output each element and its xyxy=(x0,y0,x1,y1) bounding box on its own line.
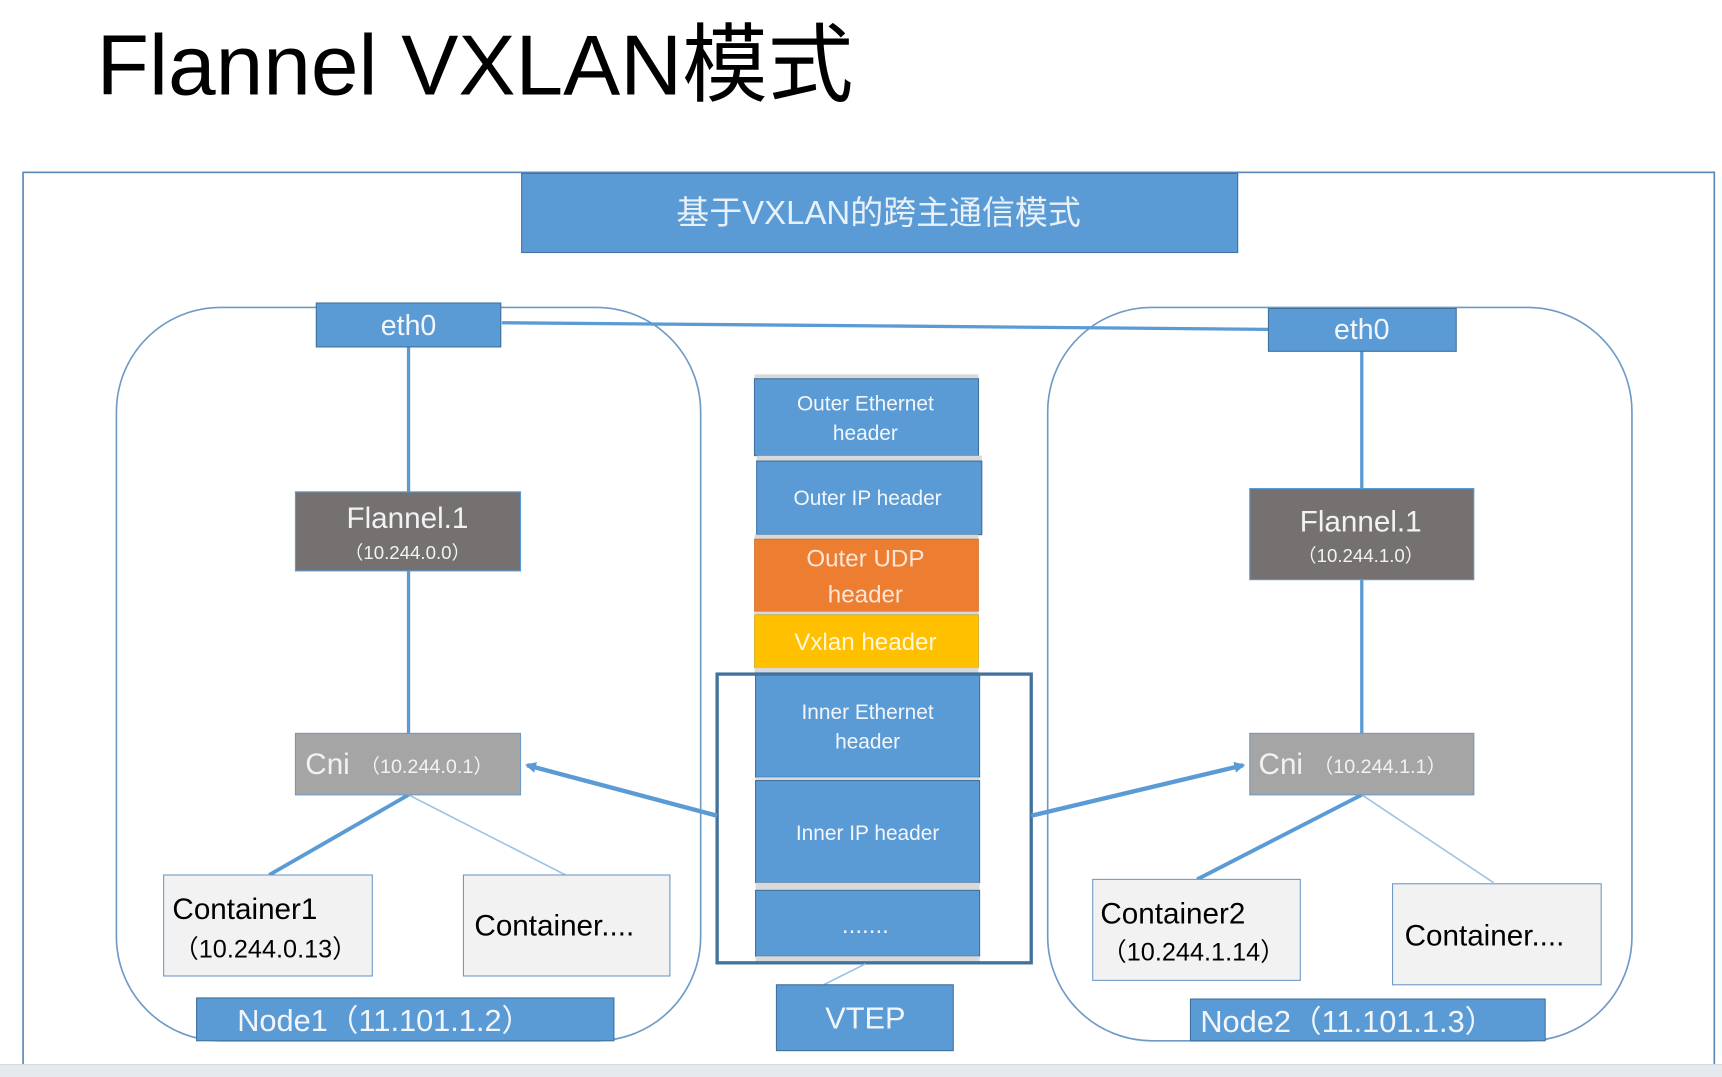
node1-cni-container1-line xyxy=(268,793,410,877)
node2-cni-containermore-line xyxy=(1361,794,1495,884)
inner-frame-outline xyxy=(715,672,1033,965)
bottom-scroll-strip xyxy=(0,1064,1722,1077)
packet-inner-ethernet-header[interactable]: Inner Ethernet header xyxy=(755,672,981,778)
packet-separator xyxy=(756,455,982,462)
node1-cni-box[interactable]: Cni （10.244.0.1） xyxy=(294,732,522,796)
node2-flannel-name: Flannel.1 xyxy=(1300,505,1422,538)
node1-label-box: Node1（11.101.1.2） xyxy=(196,997,615,1042)
outer-udp-text-2: header xyxy=(828,582,903,609)
vtep-label: VTEP xyxy=(825,1001,905,1036)
node1-eth0-box[interactable]: eth0 xyxy=(315,302,502,348)
node2-cni-box[interactable]: Cni （10.244.1.1） xyxy=(1249,732,1475,796)
arrow-to-node1-cni xyxy=(525,762,718,818)
node1-cni-ip: （10.244.0.1） xyxy=(360,756,493,778)
vxlan-text: Vxlan header xyxy=(794,629,936,656)
packet-stack: Outer Ethernet header Outer IP header Ou… xyxy=(753,374,983,962)
packet-outer-ethernet-header[interactable]: Outer Ethernet header xyxy=(753,378,980,457)
node1-container-more-box[interactable]: Container.... xyxy=(462,874,671,977)
node2-cni-ip: （10.244.1.1） xyxy=(1313,756,1446,778)
node1-eth0-label: eth0 xyxy=(381,310,437,342)
payload-text: ....... xyxy=(842,912,889,939)
packet-inner-ip-header[interactable]: Inner IP header xyxy=(755,780,981,884)
packet-payload[interactable]: ....... xyxy=(755,889,981,957)
node2-flannel-ip: （10.244.1.0） xyxy=(1298,545,1424,566)
node1-flannel-ip: （10.244.0.0） xyxy=(345,542,471,563)
packet-separator xyxy=(754,374,979,379)
outer-eth-text-2: header xyxy=(833,422,898,445)
packet-separator xyxy=(754,534,979,540)
outer-eth-text-1: Outer Ethernet xyxy=(797,393,934,416)
node1-cni-containermore-line xyxy=(408,794,566,876)
packet-separator xyxy=(755,777,980,781)
inner-eth-text-1: Inner Ethernet xyxy=(801,701,933,724)
packet-vxlan-header[interactable]: Vxlan header xyxy=(754,614,979,668)
node1-cni-name: Cni xyxy=(305,748,349,781)
node2-container2-name: Container2 xyxy=(1100,897,1245,930)
node1-label: Node1（11.101.1.2） xyxy=(237,1003,532,1038)
inner-eth-text-2: header xyxy=(835,731,900,754)
banner-text: 基于VXLAN的跨主通信模式 xyxy=(676,194,1081,231)
node2-cni-container2-line xyxy=(1196,793,1363,882)
node1-flannel-box[interactable]: Flannel.1 （10.244.0.0） xyxy=(294,491,522,572)
node2-eth0-label: eth0 xyxy=(1334,314,1390,346)
node2-container-more-name: Container.... xyxy=(1405,919,1565,952)
packet-separator xyxy=(754,611,979,615)
node1-flannel-name: Flannel.1 xyxy=(346,502,468,535)
node1-container1-ip: （10.244.0.13） xyxy=(174,935,358,963)
node2-flannel-box[interactable]: Flannel.1 （10.244.1.0） xyxy=(1249,487,1475,581)
vtep-connector-line xyxy=(823,963,866,986)
node1-container1-name: Container1 xyxy=(172,893,317,926)
vtep-box[interactable]: VTEP xyxy=(775,984,954,1052)
node2-container-more-box[interactable]: Container.... xyxy=(1391,883,1602,986)
node2-container2-ip: （10.244.1.14） xyxy=(1102,939,1286,967)
outer-udp-text-1: Outer UDP xyxy=(806,545,924,572)
node2-label-box: Node2（11.101.1.3） xyxy=(1189,998,1546,1042)
packet-outer-udp-header[interactable]: Outer UDP header xyxy=(754,538,979,612)
node2-eth0-box[interactable]: eth0 xyxy=(1267,307,1457,352)
inner-ip-text: Inner IP header xyxy=(796,822,939,845)
node2-cni-name: Cni xyxy=(1259,748,1303,781)
eth0-link-line xyxy=(501,321,1269,332)
node2-label: Node2（11.101.1.3） xyxy=(1200,1004,1495,1039)
outer-ip-text: Outer IP header xyxy=(794,487,942,510)
packet-separator xyxy=(755,956,980,962)
slide-title: Flannel VXLAN模式 xyxy=(97,17,854,113)
diagram-banner xyxy=(521,172,1239,254)
node1-container-more-name: Container.... xyxy=(474,909,634,942)
arrow-to-node2-cni xyxy=(1030,761,1246,818)
packet-separator xyxy=(754,667,979,673)
node1-container1-box[interactable]: Container1 （10.244.0.13） xyxy=(163,874,373,977)
packet-separator xyxy=(755,882,980,891)
node2-container2-box[interactable]: Container2 （10.244.1.14） xyxy=(1092,878,1301,981)
packet-outer-ip-header[interactable]: Outer IP header xyxy=(756,460,983,536)
